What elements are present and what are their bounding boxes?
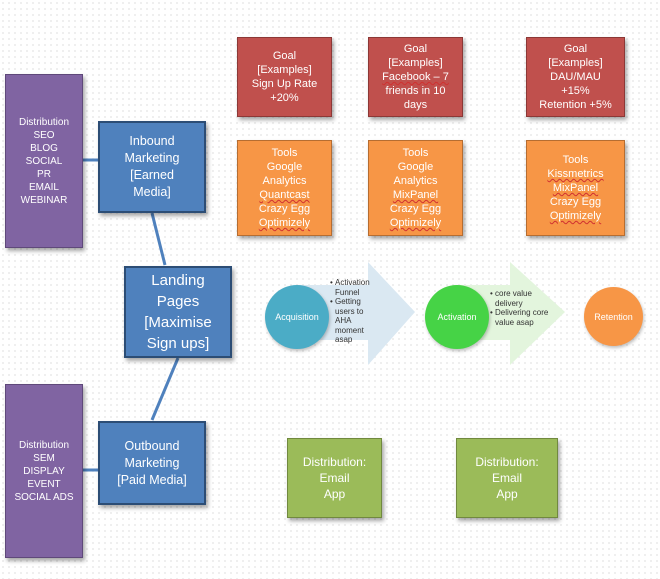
tools-acquisition-box: Tools Google Analytics Quantcast Crazy E… — [237, 140, 332, 236]
acquisition-notes: Activation Funnel Getting users to AHA m… — [330, 278, 380, 345]
email-line: Email — [319, 471, 350, 485]
landing-line: [Maximise — [144, 314, 212, 331]
tools-line: Crazy Egg — [549, 196, 602, 208]
tools-line: Quantcast — [259, 189, 310, 201]
tools-line: Google — [397, 161, 434, 173]
email-line: Distribution: — [475, 455, 539, 469]
goal-retention-box: Goal [Examples] DAU/MAU +15% Retention +… — [526, 37, 625, 117]
goal-activation-box: Goal [Examples] Facebook – 7 friends in … — [368, 37, 463, 117]
retention-label: Retention — [594, 311, 633, 322]
distribution-item-display: DISPLAY — [23, 465, 65, 477]
distribution-title: Distribution — [18, 439, 70, 451]
goal-line: friends in 10 — [385, 85, 446, 97]
distribution-item-email: EMAIL — [28, 181, 59, 193]
landing-line: Pages — [156, 293, 200, 310]
email-app-box-retention: Distribution: Email App — [456, 438, 558, 518]
inbound-line: Media] — [133, 185, 171, 199]
tools-line: Tools — [271, 147, 298, 159]
distribution-item-event: EVENT — [27, 478, 61, 490]
distribution-item-seo: SEO — [33, 129, 55, 141]
email-line: Distribution: — [302, 455, 367, 469]
activation-circle: Activation — [425, 285, 489, 349]
goal-line: days — [403, 99, 428, 111]
goal-line: Retention +5% — [539, 99, 612, 111]
distribution-item-pr: PR — [37, 168, 51, 180]
tools-line: Crazy Egg — [258, 203, 311, 215]
goal-line: Goal — [563, 43, 588, 55]
distribution-outbound-box: Distribution SEM DISPLAY EVENT SOCIAL AD… — [5, 384, 83, 558]
tools-line: Optimizely — [549, 210, 602, 222]
distribution-title: Distribution — [18, 116, 70, 128]
tools-retention-box: Tools Kissmetrics MixPanel Crazy Egg Opt… — [526, 140, 625, 236]
email-line: Email — [491, 471, 522, 485]
outbound-marketing-box: Outbound Marketing [Paid Media] — [98, 421, 206, 505]
email-app-box-activation: Distribution: Email App — [287, 438, 382, 518]
tools-line: Crazy Egg — [389, 203, 442, 215]
goal-line: Facebook – 7 — [382, 71, 449, 83]
tools-line: MixPanel — [552, 182, 599, 194]
inbound-line: [Earned — [130, 168, 174, 182]
activation-note: core value delivery — [490, 289, 550, 308]
acquisition-note: Getting users to AHA moment asap — [330, 297, 380, 345]
goal-line: DAU/MAU — [550, 71, 601, 83]
distribution-item-social: SOCIAL — [25, 155, 63, 167]
landing-pages-box: Landing Pages [Maximise Sign ups] — [124, 266, 232, 358]
tools-line: Analytics — [262, 175, 307, 187]
goal-line: [Examples] — [257, 64, 312, 76]
goal-line: Goal — [272, 50, 297, 62]
goal-line: +20% — [270, 92, 299, 104]
tools-line: Optimizely — [389, 217, 442, 229]
distribution-item-social-ads: SOCIAL ADS — [14, 491, 74, 503]
outbound-line: [Paid Media] — [117, 472, 187, 487]
connector-landing-outbound — [150, 357, 180, 421]
distribution-item-blog: BLOG — [30, 142, 58, 154]
tools-line: Optimizely — [258, 217, 311, 229]
inbound-line: Marketing — [124, 151, 180, 165]
connector-inbound-landing — [150, 212, 167, 266]
outbound-line: Outbound — [124, 438, 180, 453]
acquisition-note: Activation Funnel — [330, 278, 380, 297]
tools-line: Analytics — [393, 175, 438, 187]
activation-notes: core value delivery Delivering core valu… — [490, 289, 550, 327]
email-line: App — [323, 487, 346, 501]
distribution-item-webinar: WEBINAR — [20, 194, 68, 206]
goal-line: [Examples] — [548, 57, 603, 69]
distribution-inbound-box: Distribution SEO BLOG SOCIAL PR EMAIL WE… — [5, 74, 83, 248]
activation-note: Delivering core value asap — [490, 308, 550, 327]
distribution-item-sem: SEM — [33, 452, 55, 464]
landing-line: Sign ups] — [146, 335, 210, 352]
landing-line: Landing — [151, 272, 205, 289]
tools-line: Tools — [562, 154, 589, 166]
outbound-line: Marketing — [124, 455, 180, 470]
acquisition-circle: Acquisition — [265, 285, 329, 349]
goal-acquisition-box: Goal [Examples] Sign Up Rate +20% — [237, 37, 332, 117]
goal-line: [Examples] — [388, 57, 443, 69]
tools-line: MixPanel — [392, 189, 439, 201]
tools-activation-box: Tools Google Analytics MixPanel Crazy Eg… — [368, 140, 463, 236]
goal-line: +15% — [561, 85, 590, 97]
retention-circle: Retention — [584, 287, 643, 346]
tools-line: Google — [266, 161, 303, 173]
inbound-marketing-box: Inbound Marketing [Earned Media] — [98, 121, 206, 213]
acquisition-label: Acquisition — [275, 312, 319, 322]
inbound-line: Inbound — [129, 134, 175, 148]
goal-line: Goal — [403, 43, 428, 55]
goal-line: Sign Up Rate — [251, 78, 318, 90]
tools-line: Tools — [402, 147, 429, 159]
activation-label: Activation — [437, 312, 477, 322]
tools-line: Kissmetrics — [547, 168, 604, 180]
email-line: App — [496, 487, 518, 501]
